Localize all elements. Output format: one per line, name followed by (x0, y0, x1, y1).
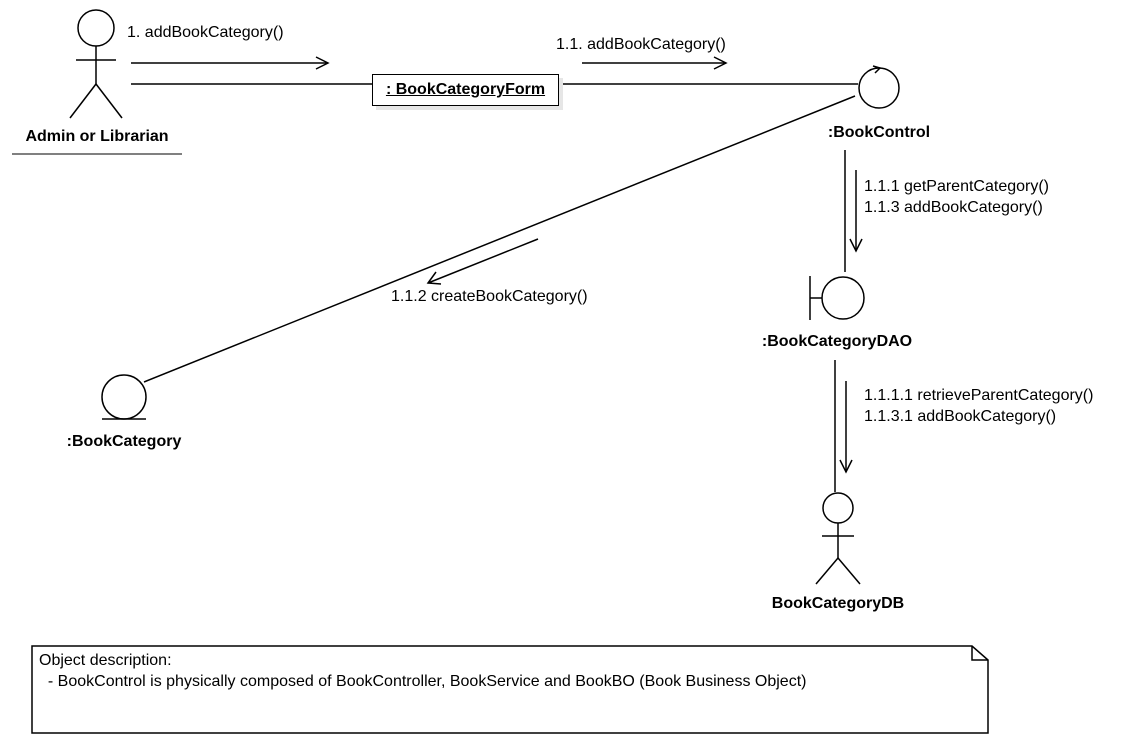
message-1-label: 1. addBookCategory() (127, 24, 284, 41)
book-category-form-object: : BookCategoryForm (372, 74, 559, 106)
arrow-dao-db (839, 381, 853, 474)
arrow-m1 (131, 56, 330, 70)
book-category-dao-label: :BookCategoryDAO (761, 333, 913, 350)
book-category-form-label: : BookCategoryForm (385, 81, 546, 98)
note-text: Object description: - BookControl is phy… (39, 650, 806, 692)
book-category-entity-label: :BookCategory (66, 433, 182, 450)
boundary-object-icon (809, 276, 865, 320)
book-control-label: :BookControl (827, 124, 931, 141)
admin-actor-figure (69, 9, 123, 119)
message-1-1-label: 1.1. addBookCategory() (556, 36, 726, 53)
message-1-1-1-1-label: 1.1.1.1 retrieveParentCategory() (864, 387, 1094, 404)
message-1-1-3-1-label: 1.1.3.1 addBookCategory() (864, 408, 1057, 425)
note-title: Object description: (39, 652, 172, 669)
message-1-1-3-label: 1.1.3 addBookCategory() (864, 199, 1043, 216)
arrow-control-dao (849, 170, 863, 253)
note-box (31, 645, 989, 734)
db-actor-figure (815, 492, 861, 585)
entity-object-icon (101, 374, 147, 420)
message-1-1-2-label: 1.1.2 createBookCategory() (391, 288, 588, 305)
control-object-icon (858, 65, 900, 109)
note-line-1: - BookControl is physically composed of … (39, 673, 807, 690)
message-1-1-1-label: 1.1.1 getParentCategory() (864, 178, 1049, 195)
link-control-entity (143, 95, 856, 383)
admin-actor-label: Admin or Librarian (25, 128, 169, 145)
arrow-m1-1-2 (426, 238, 539, 285)
arrow-m1-1 (582, 56, 728, 70)
book-category-db-label: BookCategoryDB (771, 595, 905, 612)
